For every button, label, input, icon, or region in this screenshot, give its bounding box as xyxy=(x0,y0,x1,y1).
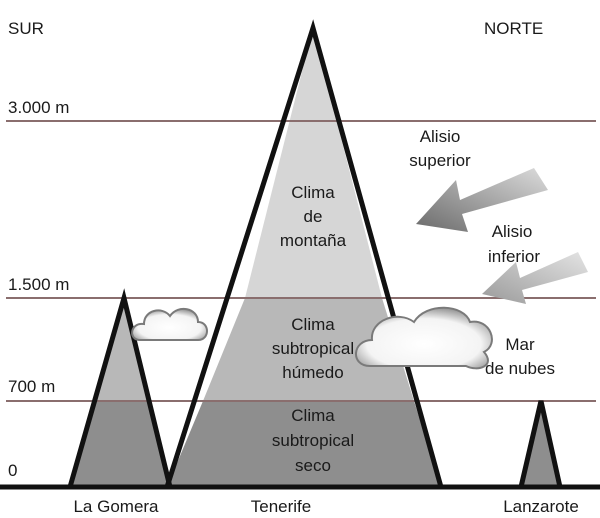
north-label: NORTE xyxy=(484,19,543,38)
south-label: SUR xyxy=(8,19,44,38)
zone-dry-line-1: Clima xyxy=(291,406,335,425)
zone-dry-line-3: seco xyxy=(295,456,331,475)
gomera-outline xyxy=(67,288,173,488)
lower-wind-label-2: inferior xyxy=(488,247,540,266)
sea-of-clouds-label-1: Mar xyxy=(505,335,535,354)
zone-mountain-line-3: montaña xyxy=(280,231,347,250)
altitude-label-3000: 3.000 m xyxy=(8,98,69,117)
zone-humid-line-1: Clima xyxy=(291,315,335,334)
lanzarote-outline xyxy=(518,400,563,488)
lower-wind-label-1: Alisio xyxy=(492,222,533,241)
zone-mountain-line-2: de xyxy=(304,207,323,226)
upper-trade-wind-arrow-icon xyxy=(416,168,548,232)
island-label-lanzarote: Lanzarote xyxy=(503,497,579,516)
island-label-tenerife: Tenerife xyxy=(251,497,311,516)
tenerife-zone-dry xyxy=(167,401,441,487)
gomera-zone-dry xyxy=(70,401,170,487)
altitude-label-700: 700 m xyxy=(8,377,55,396)
cloud-icon-small xyxy=(131,307,208,341)
altitude-label-0: 0 xyxy=(8,461,17,480)
tenerife-zone-humid xyxy=(203,298,414,401)
island-label-gomera: La Gomera xyxy=(73,497,159,516)
sea-of-clouds-label-2: de nubes xyxy=(485,359,555,378)
zone-humid-line-2: subtropical xyxy=(272,339,354,358)
zone-humid-line-3: húmedo xyxy=(282,363,343,382)
cloud-icon-sea-of-clouds xyxy=(355,306,493,370)
lower-trade-wind-arrow-icon xyxy=(482,252,588,304)
upper-wind-label-2: superior xyxy=(409,151,471,170)
altitude-label-1500: 1.500 m xyxy=(8,275,69,294)
upper-wind-label-1: Alisio xyxy=(420,127,461,146)
lanzarote-fill xyxy=(521,401,560,487)
tenerife-zone-mountain xyxy=(245,28,382,298)
zone-mountain-line-1: Clima xyxy=(291,183,335,202)
zone-dry-line-2: subtropical xyxy=(272,431,354,450)
gomera-zone-humid xyxy=(94,298,151,401)
